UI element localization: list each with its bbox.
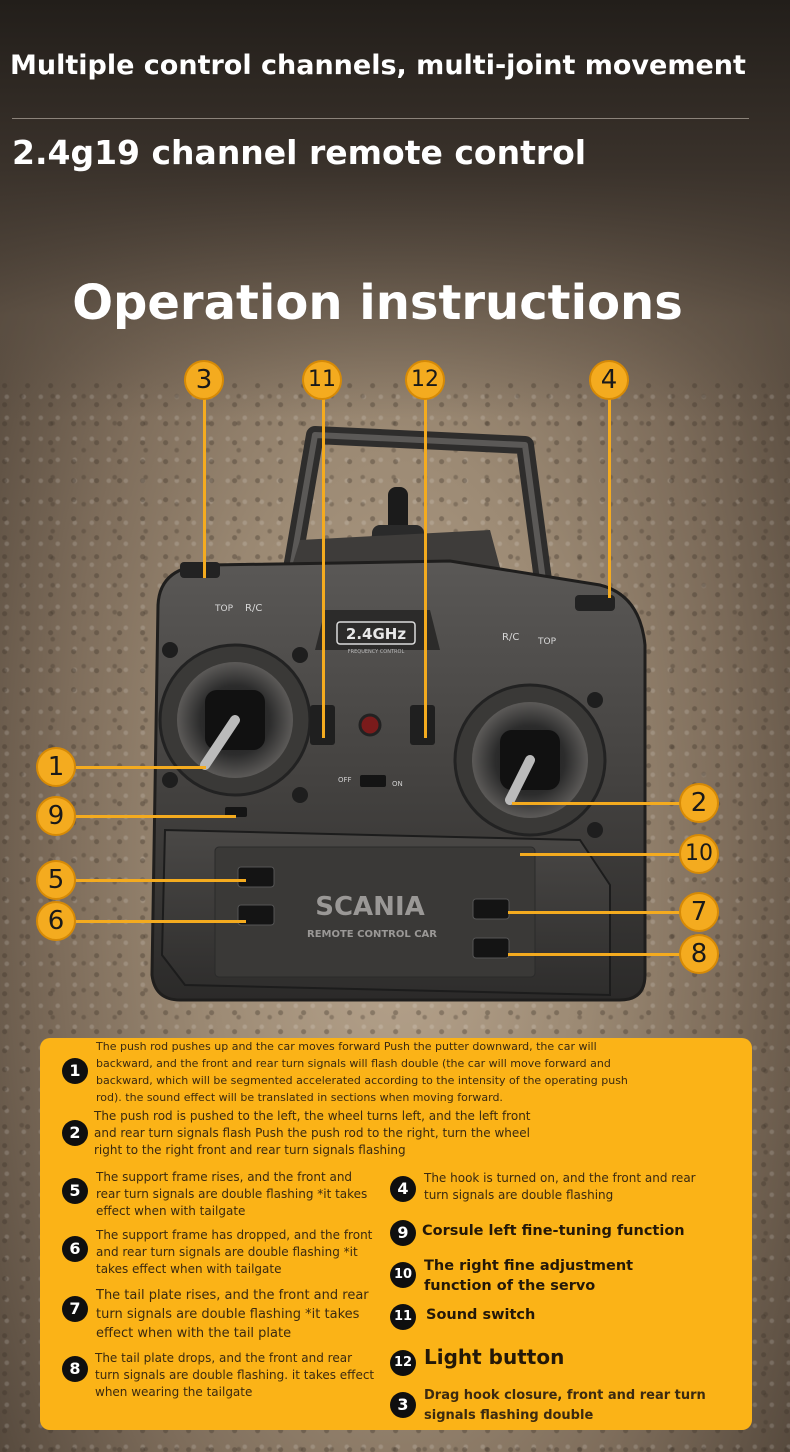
instruction-badge-4: 4 bbox=[390, 1176, 416, 1202]
instruction-1-text: The push rod pushes up and the car moves… bbox=[96, 1040, 628, 1104]
instruction-5: The support frame rises, and the front a… bbox=[96, 1169, 376, 1220]
leader-4 bbox=[608, 398, 611, 598]
tag-rc-right: R/C bbox=[502, 632, 519, 643]
instruction-4-text: The hook is turned on, and the front and… bbox=[424, 1171, 696, 1202]
leader-11 bbox=[322, 398, 325, 738]
leader-9 bbox=[76, 815, 236, 818]
heading-operation-instructions: Operation instructions bbox=[72, 275, 683, 331]
leader-8 bbox=[508, 953, 680, 956]
instruction-3: Drag hook closure, front and rear turn s… bbox=[424, 1386, 724, 1426]
tag-top-right: TOP bbox=[537, 637, 557, 647]
shoulder-button-left bbox=[180, 562, 220, 578]
instruction-badge-9: 9 bbox=[390, 1220, 416, 1246]
leader-5 bbox=[76, 879, 246, 882]
marker-9: 9 bbox=[36, 796, 76, 836]
marker-6: 6 bbox=[36, 901, 76, 941]
light-button[interactable] bbox=[410, 705, 435, 745]
left-trim-button[interactable] bbox=[225, 807, 247, 817]
instruction-9-text: Corsule left fine-tuning function bbox=[422, 1223, 685, 1239]
instruction-10: The right fine adjustment function of th… bbox=[424, 1256, 654, 1296]
brand-logo: SCANIA bbox=[315, 892, 424, 922]
marker-3: 3 bbox=[184, 360, 224, 400]
leader-2 bbox=[512, 802, 682, 805]
instruction-7-text: The tail plate rises, and the front and … bbox=[96, 1288, 369, 1341]
background-dark-top bbox=[0, 0, 790, 420]
tag-top-left: TOP bbox=[214, 604, 234, 614]
heading-remote-control: 2.4g19 channel remote control bbox=[12, 133, 587, 172]
tail-plate-up-button[interactable] bbox=[472, 898, 510, 920]
instruction-badge-7: 7 bbox=[62, 1296, 88, 1322]
marker-5: 5 bbox=[36, 860, 76, 900]
remote-controller-illustration: TOP R/C R/C TOP 2.4GHz FREQUENCY CONTROL… bbox=[150, 426, 647, 1002]
instruction-badge-5: 5 bbox=[62, 1178, 88, 1204]
instruction-4: The hook is turned on, and the front and… bbox=[424, 1170, 724, 1204]
instruction-12-text: Light button bbox=[424, 1345, 565, 1369]
shoulder-button-right bbox=[575, 595, 615, 611]
instruction-8-text: The tail plate drops, and the front and … bbox=[95, 1351, 375, 1399]
leader-3 bbox=[203, 398, 206, 578]
support-frame-down-button[interactable] bbox=[237, 904, 275, 926]
marker-4: 4 bbox=[589, 360, 629, 400]
instruction-1: The push rod pushes up and the car moves… bbox=[96, 1038, 636, 1106]
leader-7 bbox=[508, 911, 680, 914]
instruction-6-text: The support frame has dropped, and the f… bbox=[96, 1228, 373, 1276]
instruction-badge-10: 10 bbox=[390, 1262, 416, 1288]
instruction-badge-1: 1 bbox=[62, 1058, 88, 1084]
instruction-5-text: The support frame rises, and the front a… bbox=[96, 1170, 368, 1218]
switch-off-label: OFF bbox=[338, 776, 352, 784]
support-frame-up-button[interactable] bbox=[237, 866, 275, 888]
tag-rc-left: R/C bbox=[245, 603, 262, 614]
tail-plate-down-button[interactable] bbox=[472, 937, 510, 959]
instruction-11: Sound switch bbox=[426, 1307, 626, 1324]
leader-1 bbox=[76, 766, 206, 769]
instruction-11-text: Sound switch bbox=[426, 1307, 536, 1323]
marker-2: 2 bbox=[679, 783, 719, 823]
instruction-badge-2: 2 bbox=[62, 1120, 88, 1146]
left-stick[interactable] bbox=[200, 715, 240, 770]
heading-divider bbox=[12, 118, 749, 119]
instruction-2: The push rod is pushed to the left, the … bbox=[94, 1108, 534, 1159]
instruction-2-text: The push rod is pushed to the left, the … bbox=[94, 1109, 531, 1157]
power-led bbox=[358, 713, 382, 737]
marker-10: 10 bbox=[679, 834, 719, 874]
instruction-badge-11: 11 bbox=[390, 1304, 416, 1330]
leader-12 bbox=[424, 398, 427, 738]
power-switch[interactable] bbox=[360, 775, 386, 787]
instructions-panel: 1 The push rod pushes up and the car mov… bbox=[40, 1038, 752, 1430]
frequency-subtitle: FREQUENCY CONTROL bbox=[348, 649, 405, 655]
instruction-badge-12: 12 bbox=[390, 1350, 416, 1376]
leader-6 bbox=[76, 920, 246, 923]
right-stick[interactable] bbox=[505, 755, 535, 805]
instruction-8: The tail plate drops, and the front and … bbox=[95, 1350, 375, 1401]
instruction-10-text: The right fine adjustment function of th… bbox=[424, 1258, 634, 1294]
instruction-7: The tail plate rises, and the front and … bbox=[96, 1286, 376, 1343]
instruction-9: Corsule left fine-tuning function bbox=[422, 1223, 732, 1240]
instruction-badge-6: 6 bbox=[62, 1236, 88, 1262]
marker-1: 1 bbox=[36, 747, 76, 787]
marker-7: 7 bbox=[679, 892, 719, 932]
instruction-badge-8: 8 bbox=[62, 1356, 88, 1382]
marker-12: 12 bbox=[405, 360, 445, 400]
instruction-3-text: Drag hook closure, front and rear turn s… bbox=[424, 1388, 706, 1423]
leader-10 bbox=[520, 853, 680, 856]
switch-on-label: ON bbox=[392, 780, 403, 788]
antenna bbox=[388, 487, 408, 537]
frequency-badge: 2.4GHz bbox=[346, 625, 406, 643]
marker-8: 8 bbox=[679, 934, 719, 974]
instruction-badge-3: 3 bbox=[390, 1392, 416, 1418]
instruction-12: Light button bbox=[424, 1345, 674, 1369]
instruction-6: The support frame has dropped, and the f… bbox=[96, 1227, 376, 1278]
heading-channels: Multiple control channels, multi-joint m… bbox=[10, 50, 746, 81]
brand-subtitle: REMOTE CONTROL CAR bbox=[307, 929, 437, 940]
marker-11: 11 bbox=[302, 360, 342, 400]
